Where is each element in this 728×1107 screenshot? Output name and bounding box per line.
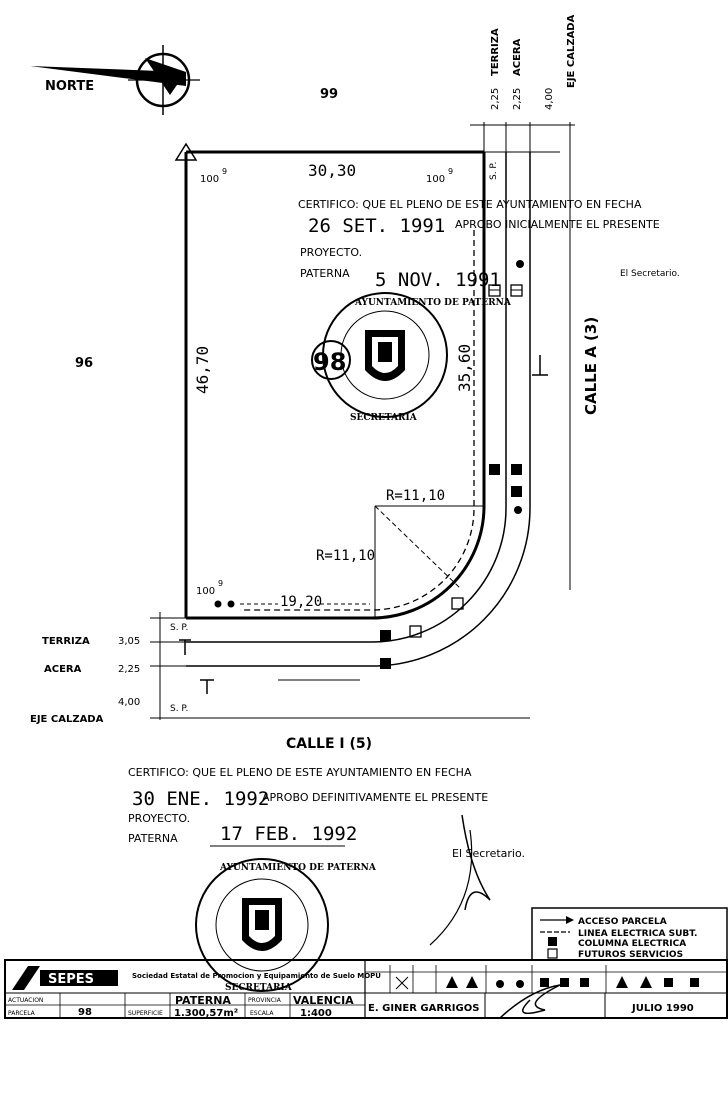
angle-nw: 100 bbox=[200, 174, 219, 185]
certification-initial: CERTIFICO: QUE EL PLENO DE ESTE AYUNTAMI… bbox=[298, 198, 680, 291]
cert2-date2: 17 FEB. 1992 bbox=[220, 823, 357, 845]
title-block: SEPES Sociedad Estatal de Promocion y Eq… bbox=[4, 959, 728, 1019]
actuacion-value: PATERNA bbox=[175, 994, 231, 1007]
escala-label: ESCALA bbox=[250, 1010, 274, 1017]
dim-left: 46,70 bbox=[193, 346, 212, 394]
seal1-bottom: SECRETARIA bbox=[350, 413, 418, 423]
right-d2: 2,25 bbox=[512, 88, 523, 110]
bottom-r1v: 3,05 bbox=[118, 636, 140, 647]
org-name: Sociedad Estatal de Promocion y Equipami… bbox=[132, 972, 381, 980]
legend-item-3: COLUMNA ELECTRICA bbox=[578, 939, 686, 949]
right-d3: 4,00 bbox=[544, 88, 555, 110]
provincia-label: PROVINCIA bbox=[248, 997, 282, 1004]
right-sp-marker: S. P. bbox=[489, 162, 499, 180]
dim-right: 35,60 bbox=[455, 344, 474, 392]
cert1-line2: APROBO INICIALMENTE EL PRESENTE bbox=[455, 218, 660, 231]
legend-item-1: ACCESO PARCELA bbox=[578, 917, 667, 927]
right-col-acera: ACERA bbox=[512, 38, 523, 76]
parcela-value: 98 bbox=[78, 1007, 92, 1018]
legend-item-2: LINEA ELECTRICA SUBT. bbox=[578, 929, 697, 939]
symbol-cells bbox=[365, 965, 727, 993]
actuacion-label: ACTUACION bbox=[8, 997, 43, 1004]
cert1-city: PATERNA bbox=[300, 267, 350, 280]
neighbor-north: 99 bbox=[320, 87, 338, 102]
logo-text: SEPES bbox=[48, 972, 94, 987]
service-boxes-right bbox=[380, 260, 524, 669]
fecha-value: JULIO 1990 bbox=[631, 1003, 694, 1014]
angle-ne: 100 bbox=[426, 174, 445, 185]
cert2-date: 30 ENE. 1992 bbox=[132, 788, 269, 810]
cert1-date: 26 SET. 1991 bbox=[308, 215, 445, 237]
cert1-date2: 5 NOV. 1991 bbox=[375, 269, 501, 291]
bottom-profile: TERRIZA 3,05 ACERA 2,25 4,00 EJE CALZADA… bbox=[30, 612, 530, 725]
bottom-sp-bottom: S. P. bbox=[170, 704, 188, 714]
north-label: NORTE bbox=[45, 79, 94, 94]
cert2-line1: CERTIFICO: QUE EL PLENO DE ESTE AYUNTAMI… bbox=[128, 766, 472, 779]
plot-boundary bbox=[174, 142, 486, 620]
cert2-city: PATERNA bbox=[128, 832, 178, 845]
right-d1: 2,25 bbox=[490, 88, 501, 110]
right-col-terriza: TERRIZA bbox=[490, 28, 501, 76]
angle-nw-sup: 9 bbox=[222, 167, 227, 176]
neighbor-west: 96 bbox=[75, 356, 93, 371]
cert1-line1: CERTIFICO: QUE EL PLENO DE ESTE AYUNTAMI… bbox=[298, 198, 642, 211]
street-right: CALLE A (3) bbox=[582, 317, 600, 415]
superficie-value: 1.300,57m² bbox=[174, 1008, 238, 1019]
bottom-r3: EJE CALZADA bbox=[30, 714, 104, 725]
corner-angles: 100 9 100 9 100 9 bbox=[196, 167, 453, 597]
escala-value: 1:400 bbox=[300, 1008, 332, 1019]
superficie-label: SUPERFICIE bbox=[128, 1010, 163, 1017]
certification-final: CERTIFICO: QUE EL PLENO DE ESTE AYUNTAMI… bbox=[128, 766, 525, 946]
sidewalk-right: S. P. bbox=[186, 122, 575, 667]
right-profile: TERRIZA ACERA EJE CALZADA 2,25 2,25 4,00 bbox=[490, 14, 577, 110]
bottom-r1: TERRIZA bbox=[42, 636, 90, 647]
radius-lines: R=11,10 R=11,10 bbox=[316, 488, 484, 618]
seal2-bottom: SECRETARIA bbox=[225, 983, 293, 993]
legend-item-4: FUTUROS SERVICIOS bbox=[578, 950, 683, 960]
street-bottom: CALLE I (5) bbox=[286, 736, 372, 752]
bottom-r2v: 2,25 bbox=[118, 664, 140, 675]
angle-sw: 100 bbox=[196, 586, 215, 597]
bottom-sp-top: S. P. bbox=[170, 623, 188, 633]
seal2-top: AYUNTAMIENTO DE PATERNA bbox=[219, 863, 377, 873]
provincia-value: VALENCIA bbox=[293, 994, 354, 1007]
north-compass: NORTE bbox=[30, 45, 200, 115]
bottom-r2: ACERA bbox=[44, 664, 82, 675]
cert2-line2: APROBO DEFINITIVAMENTE EL PRESENTE bbox=[262, 791, 488, 804]
right-col-eje: EJE CALZADA bbox=[566, 14, 577, 88]
municipal-seal-2: AYUNTAMIENTO DE PATERNA SECRETARIA bbox=[195, 858, 377, 993]
bottom-r3v: 4,00 bbox=[118, 697, 140, 708]
parcela-label: PARCELA bbox=[8, 1010, 36, 1017]
radius-inner-label: R=11,10 bbox=[316, 548, 375, 564]
cert2-signer: El Secretario. bbox=[452, 847, 525, 860]
autor-value: E. GINER GARRIGOS bbox=[368, 1003, 479, 1014]
angle-sw-sup: 9 bbox=[218, 579, 223, 588]
seal1-top: AYUNTAMIENTO DE PATERNA bbox=[354, 298, 512, 308]
radius-outer-label: R=11,10 bbox=[386, 488, 445, 504]
cert2-line3: PROYECTO. bbox=[128, 812, 190, 825]
sepes-logo: SEPES bbox=[12, 966, 118, 990]
cert1-signer: El Secretario. bbox=[620, 269, 680, 279]
legend: ACCESO PARCELA LINEA ELECTRICA SUBT. COL… bbox=[531, 907, 728, 961]
angle-ne-sup: 9 bbox=[448, 167, 453, 176]
municipal-seal-1: AYUNTAMIENTO DE PATERNA SECRETARIA bbox=[322, 292, 512, 423]
dim-bottom: 19,20 bbox=[280, 594, 322, 610]
cert1-line3: PROYECTO. bbox=[300, 246, 362, 259]
dim-top: 30,30 bbox=[308, 161, 356, 180]
plot-number: 98 bbox=[311, 340, 351, 380]
